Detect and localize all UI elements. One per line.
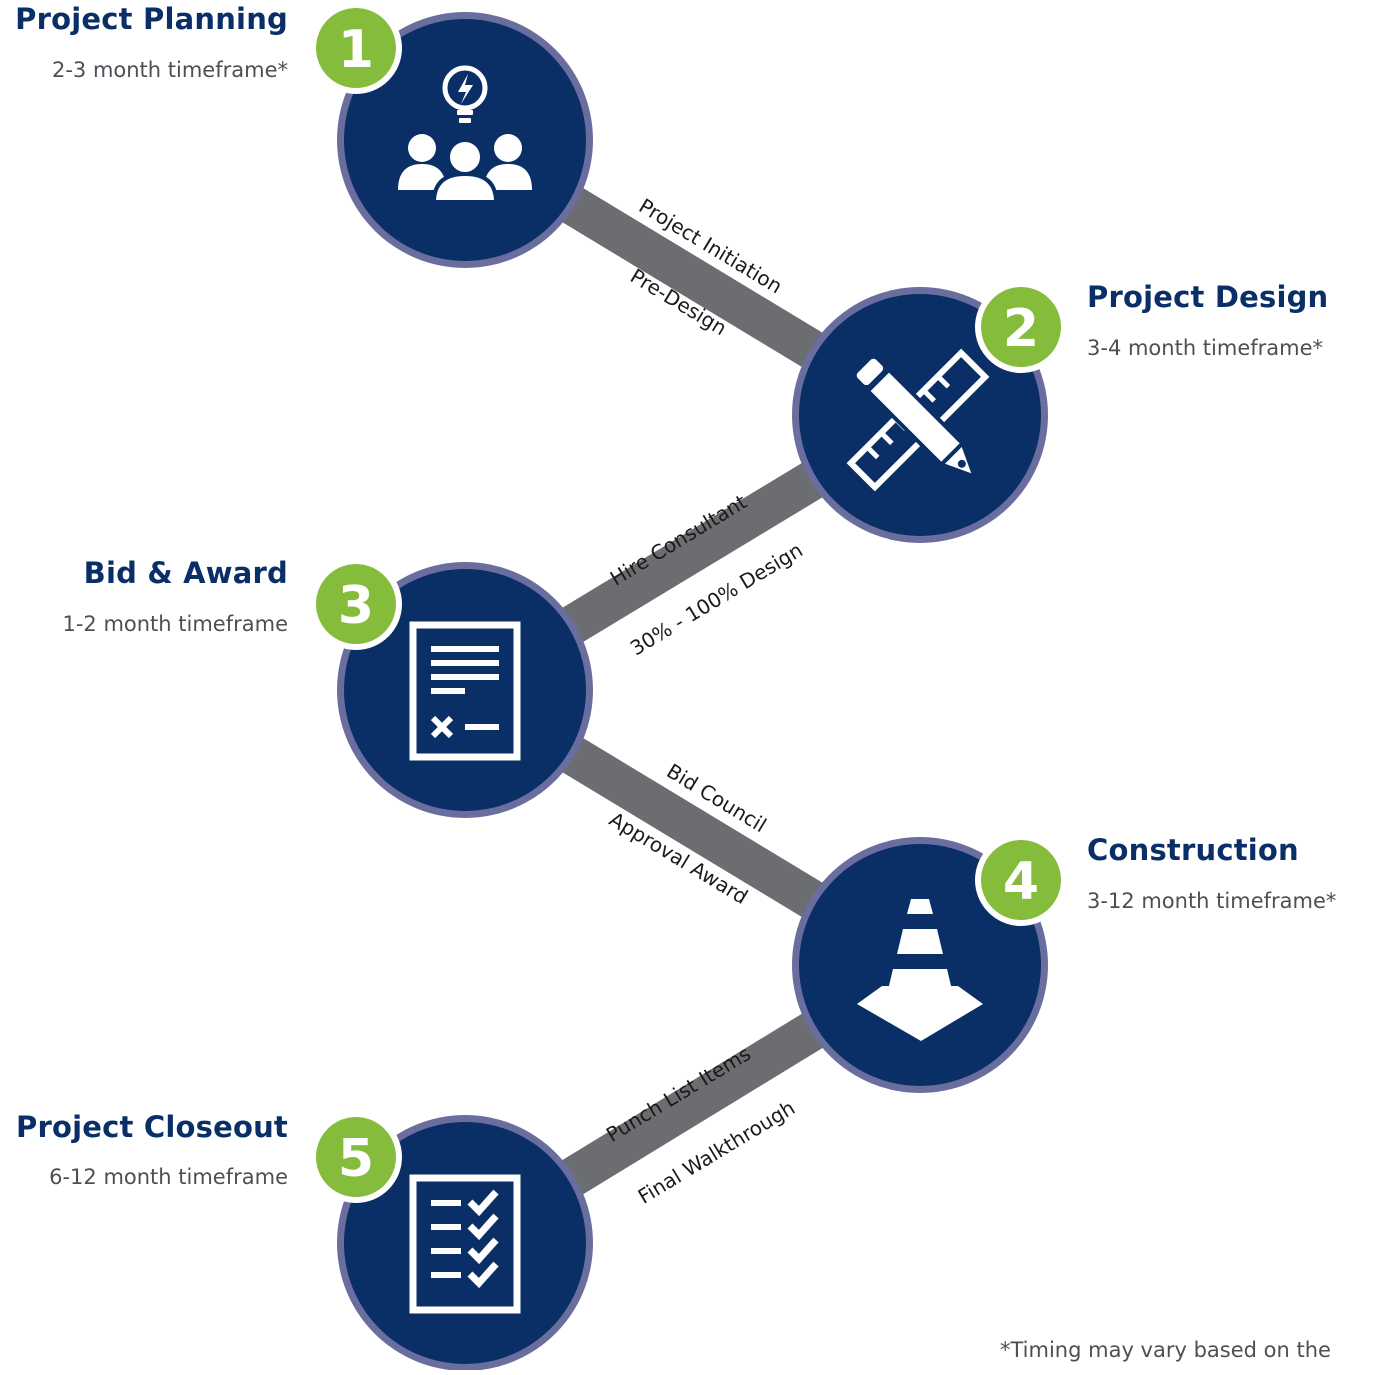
step-3-title: Bid & Award bbox=[83, 556, 288, 590]
step-5-title: Project Closeout bbox=[16, 1110, 288, 1144]
step-2-title: Project Design bbox=[1087, 280, 1329, 314]
step-4-node: 4 bbox=[792, 834, 1067, 1093]
step-3-number: 3 bbox=[338, 576, 374, 636]
step-1-title: Project Planning bbox=[15, 2, 288, 36]
step-3-node: 3 bbox=[310, 558, 593, 818]
step-2-timeframe: 3-4 month timeframe* bbox=[1087, 336, 1324, 360]
step-4-badge: 4 bbox=[975, 834, 1067, 926]
step-1-timeframe: 2-3 month timeframe* bbox=[51, 58, 288, 82]
step-1-node: 1 bbox=[310, 2, 593, 268]
timing-footnote: *Timing may vary based on the bbox=[1000, 1338, 1331, 1362]
step-2-badge: 2 bbox=[975, 281, 1067, 373]
step-5-node: 5 bbox=[310, 1111, 593, 1371]
step-3-badge: 3 bbox=[310, 558, 402, 650]
step-5-number: 5 bbox=[338, 1129, 374, 1189]
step-4-number: 4 bbox=[1003, 852, 1039, 912]
traffic-cone-icon bbox=[857, 899, 983, 1041]
team-idea-icon bbox=[398, 65, 532, 204]
step-4-title: Construction bbox=[1087, 833, 1299, 867]
step-1-badge: 1 bbox=[310, 2, 402, 94]
step-1-number: 1 bbox=[338, 20, 374, 80]
step-5-timeframe: 6-12 month timeframe bbox=[49, 1165, 288, 1189]
step-2-node: 2 bbox=[792, 281, 1067, 543]
checklist-icon bbox=[409, 1174, 521, 1314]
step-5-badge: 5 bbox=[310, 1111, 402, 1203]
bid-document-icon bbox=[409, 621, 521, 761]
ruler-pencil-icon bbox=[846, 348, 990, 492]
step-3-timeframe: 1-2 month timeframe bbox=[62, 612, 288, 636]
step-2-number: 2 bbox=[1003, 299, 1039, 359]
step-4-timeframe: 3-12 month timeframe* bbox=[1087, 889, 1337, 913]
